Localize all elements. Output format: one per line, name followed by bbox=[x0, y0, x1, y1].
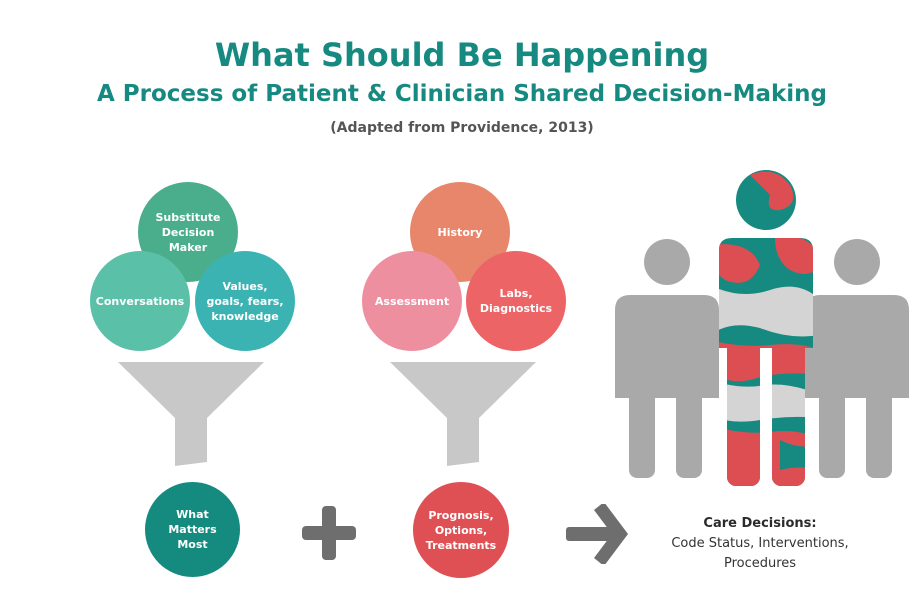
circle-labs-diagnostics: Labs, Diagnostics bbox=[466, 251, 566, 351]
circle-assessment: Assessment bbox=[362, 251, 462, 351]
person-center bbox=[719, 170, 813, 486]
plus-icon: + bbox=[302, 506, 356, 560]
circle-label: Labs, Diagnostics bbox=[479, 287, 553, 315]
care-decisions-title: Care Decisions: bbox=[703, 516, 817, 531]
care-decisions-line2: Procedures bbox=[723, 556, 797, 571]
circle-values-goals: Values, goals, fears, knowledge bbox=[195, 251, 295, 351]
circle-label: Assessment bbox=[374, 294, 450, 308]
circle-label: Conversations bbox=[95, 294, 185, 308]
people-group-icon bbox=[615, 170, 909, 486]
circle-label: Prognosis, Options, Treatments bbox=[425, 508, 497, 552]
funnel-icon bbox=[390, 362, 536, 466]
person-right bbox=[805, 239, 909, 478]
circle-label: Substitute Decision Maker bbox=[155, 210, 221, 254]
circle-prognosis-options: Prognosis, Options, Treatments bbox=[413, 482, 509, 578]
circle-label: What Matters Most bbox=[168, 508, 217, 551]
circle-what-matters-most: What Matters Most bbox=[145, 482, 240, 577]
care-decisions-line1: Code Status, Interventions, bbox=[671, 536, 849, 551]
care-decisions: Care Decisions: Code Status, Interventio… bbox=[650, 514, 870, 574]
source-citation: (Adapted from Providence, 2013) bbox=[330, 120, 594, 136]
funnel-icon bbox=[118, 362, 264, 466]
circle-conversations: Conversations bbox=[90, 251, 190, 351]
arrow-right-icon: → bbox=[566, 504, 628, 564]
circle-label: History bbox=[437, 225, 483, 239]
circle-label: Values, goals, fears, knowledge bbox=[206, 279, 284, 323]
person-left bbox=[615, 239, 719, 478]
diagram-title: What Should Be Happening bbox=[214, 36, 710, 74]
diagram-subtitle: A Process of Patient & Clinician Shared … bbox=[96, 81, 828, 107]
